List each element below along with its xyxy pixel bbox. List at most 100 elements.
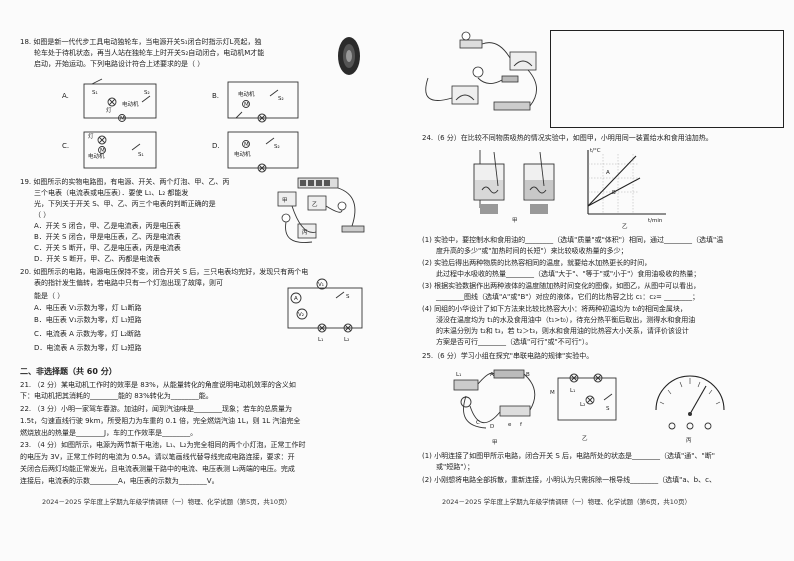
- q18c-m-label: M: [100, 148, 105, 154]
- q24-line-b: [587, 177, 641, 207]
- q20-l2-label: L₂: [344, 337, 349, 343]
- q24-q1-line2: 度升高的多少"或"加热时间的长短"）来比较吸收热量的多少；: [436, 247, 628, 255]
- q24-q3-line2: ________图线（选填"A"或"B"）对应的液体，它们的比热容之比 c₁：c…: [436, 293, 700, 301]
- q25a-c-label: C: [476, 420, 480, 426]
- q24-line-a-label: A: [606, 170, 610, 176]
- q24-q4-line3: 的末温分别为 t₂和 t₃，若 t₂＞t₃，则水和食用油的比热容大小关系，请评价…: [436, 327, 689, 335]
- q18c-s1-label: S₁: [138, 152, 144, 158]
- q20-circuit: V₁ A S V₂ L₁ L₂: [287, 278, 363, 343]
- right-footer: 2024－2025 学年度上学期九年级学情调研（一）物理、化学试题（第6页，共1…: [442, 498, 692, 506]
- q25-fig-bing: 丙: [655, 375, 725, 444]
- q21-line1: 21. （2 分）某电动机工作时的效率是 83%，从能量转化的角度说明电动机效率…: [20, 381, 296, 389]
- q18-option-a[interactable]: A.: [62, 92, 69, 100]
- q25a-a-label: A: [490, 372, 494, 378]
- q25-fig-yi-caption: 乙: [582, 435, 588, 442]
- q18a-lamp-label: 灯: [106, 106, 112, 114]
- q20-v2-label: V₂: [298, 312, 304, 318]
- q18b-motor-label: 电动机: [238, 90, 255, 98]
- q25-q1-line2: 或"短路"）；: [436, 463, 474, 471]
- q18-circuit-b: 电动机 M S₂: [227, 81, 299, 123]
- q19-line4: （ ）: [34, 211, 51, 219]
- q18c-motor-label: 电动机: [88, 152, 105, 160]
- q22-line3: 燃烧放出的热量是________J，车的工作效率是________。: [20, 429, 198, 437]
- q25a-l1-label: L₁: [456, 372, 461, 378]
- q24-q2-line1: (2) 实验后得出两种物质的比热容相同的温度，就要给水加热更长的时间，: [422, 259, 652, 267]
- q20-option-b[interactable]: B．电压表 V₁示数为零，灯 L₁短路: [34, 316, 142, 324]
- q24-line-a: [587, 155, 637, 207]
- q24-q4-line1: (4) 同组的小华设计了如下方法来比较比热容大小：将两种初温均为 t₀的相同金属…: [422, 305, 687, 313]
- q19-meter-bing: 丙: [302, 229, 308, 236]
- q20-a-label: A: [294, 296, 298, 302]
- q20-l1-label: L₁: [318, 337, 323, 343]
- q25a-e-label: e: [508, 422, 512, 428]
- q24-axis-y-label: t/°C: [590, 148, 601, 154]
- q18-circuit-c: 灯 电动机 M S₁: [83, 131, 157, 169]
- q24-q3-line1: (3) 根据实验数据作出两种液体的温度随加热时间变化的图像，如图乙，从图中可以看…: [422, 282, 701, 290]
- section2-heading: 二、非选择题（共 60 分）: [20, 367, 117, 376]
- q24-temperature-graph: t/°C t/min A B 乙: [587, 148, 666, 230]
- q20-option-a[interactable]: A．电压表 V₁示数为零，灯 L₁断路: [34, 304, 142, 312]
- q25-fig-bing-caption: 丙: [686, 437, 692, 444]
- q18d-m-label: M: [244, 142, 249, 148]
- q19-option-a[interactable]: A．开关 S 闭合，甲、乙是电流表，丙是电压表: [34, 222, 181, 230]
- left-footer: 2024－2025 学年度上学期九年级学情调研（一）物理、化学试题（第5页，共1…: [42, 498, 292, 506]
- q22-line1: 22. （3 分）小明一家驾车春游。加油时，闻到汽油味是________现象；若…: [20, 405, 293, 413]
- q20-line3: 能是（ ）: [34, 292, 65, 300]
- q24-beakers-figure: 甲: [473, 150, 555, 224]
- q18-circuit-d: 电动机 M S₂: [227, 131, 299, 173]
- q18-line3: 启动，开始运动。下列电路设计符合上述要求的是（ ）: [34, 60, 205, 68]
- q23-line2: 的电压为 3V，正常工作时的电流为 0.5A。请以笔画线代替导线完成电路连接，要…: [20, 453, 295, 461]
- q25-q1-line1: (1) 小明连接了如图甲所示电路，闭合开关 S 后，电路所处的状态是______…: [422, 452, 715, 460]
- q25b-s-label: S: [606, 406, 610, 412]
- q25-line1: 25.（6 分）学习小组在探究"串联电路的规律"实验中。: [422, 352, 594, 360]
- q18-line1: 18. 如图是新一代代步工具电动独轮车，当电源开关S₁闭合时指示灯L亮起，独: [20, 38, 262, 46]
- q19-option-d[interactable]: D．开关 S 断开，甲、乙、丙都是电流表: [34, 255, 161, 263]
- q18d-motor-label: 电动机: [234, 150, 251, 158]
- q25b-l2-label: L₂: [580, 402, 585, 408]
- q20-s-label: S: [346, 294, 350, 300]
- q25-fig-jia: L₁ B A C D e f 甲: [453, 369, 536, 446]
- q18-option-b[interactable]: B.: [212, 92, 220, 100]
- q18b-m-label: M: [244, 102, 249, 108]
- q25-fig-jia-caption: 甲: [492, 439, 498, 446]
- q18d-s2-label: S₂: [274, 144, 280, 150]
- q18c-lamp-label: 灯: [88, 132, 94, 140]
- q18-option-d[interactable]: D.: [212, 142, 220, 150]
- q19-meter-jia: 甲: [282, 197, 288, 204]
- q23-physical-circuit: [425, 31, 537, 111]
- q24-line1: 24.（6 分）在比较不同物质吸热的情况实验中，如图甲，小明用同一装置给水和食用…: [422, 134, 713, 142]
- right-page: 24.（6 分）在比较不同物质吸热的情况实验中，如图甲，小明用同一装置给水和食用…: [400, 0, 794, 561]
- q25a-b-label: B: [526, 372, 530, 378]
- q24-axis-x-label: t/min: [648, 218, 663, 224]
- q24-q2-line2: 此过程中水吸收的热量________（选填"大于"、"等于"或"小于"）食用油吸…: [436, 270, 701, 278]
- q24-fig-yi-caption: 乙: [622, 223, 628, 230]
- q23-line1: 23. （4 分）如图所示，电源为两节新干电池，L₁、L₂为完全相同的两个小灯泡…: [20, 441, 306, 449]
- q20-option-c[interactable]: C．电流表 A 示数为零，灯 L₂断路: [34, 330, 142, 338]
- answer-box[interactable]: [550, 30, 784, 128]
- q25b-l1-label: L₁: [570, 388, 575, 394]
- q18a-motor-label: 电动机: [122, 100, 139, 108]
- q18a-s1-label: S₁: [92, 90, 98, 96]
- q23-line3: 关闭合后两灯均能正常发光，且电流表测量干路中的电流、电压表测 L₂两端的电压。完…: [20, 465, 295, 473]
- q18b-s2-label: S₂: [278, 96, 284, 102]
- q19-line1: 19. 如图所示的实物电路图，有电源、开关、两个灯泡、甲、乙、丙: [20, 178, 230, 186]
- q21-line2: 下：电动机把其消耗的________能的 83%转化为________能。: [20, 392, 213, 400]
- q23-line4: 连接后，电流表的示数________A，电压表的示数为________V。: [20, 477, 219, 485]
- q20-option-d[interactable]: D．电流表 A 示数为零，灯 L₂短路: [34, 344, 142, 352]
- q19-line3: 光，下列关于开关 S、甲、乙、丙三个电表的判断正确的是: [34, 200, 216, 208]
- q19-line2: 三个电表（电流表或电压表）．要使 L₁、L₂ 都能发: [34, 189, 189, 197]
- q18-line2: 轮车处于待机状态，再当人站在独轮车上时开关S₂自动闭合，电动机M才能: [34, 49, 265, 57]
- q18a-m-label: M: [120, 116, 125, 122]
- q25a-f-label: f: [520, 422, 523, 428]
- q24-fig-jia-caption: 甲: [512, 217, 518, 224]
- unicycle-image: [338, 37, 360, 75]
- q25-fig-yi: M L₁ L₂ S 乙: [550, 373, 617, 442]
- q18-option-c[interactable]: C.: [62, 142, 70, 150]
- q19-option-c[interactable]: C．开关 S 断开，甲、乙是电压表，丙是电流表: [34, 244, 181, 252]
- q24-line-b-label: B: [612, 190, 616, 196]
- q22-line2: 1.5t，匀速直线行驶 9km，所受阻力为车重的 0.1 倍，完全燃烧汽油 1L…: [20, 417, 301, 425]
- q19-option-b[interactable]: B．开关 S 闭合，甲是电压表，乙、丙是电流表: [34, 233, 181, 241]
- q25b-m-label: M: [550, 390, 555, 396]
- q20-line2: 表的指针发生偏转，若电路中只有一个灯泡出现了故障，则可: [34, 279, 223, 287]
